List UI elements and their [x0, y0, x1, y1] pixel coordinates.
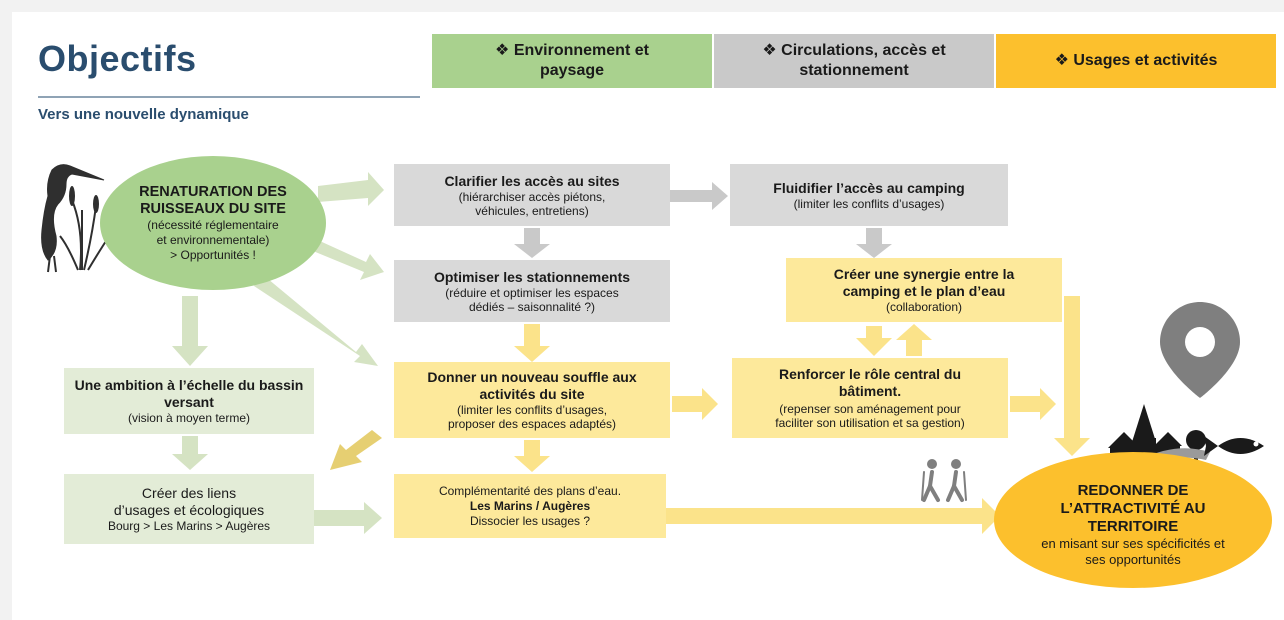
- arrow-souffle-to-renforcer: [672, 388, 718, 420]
- node-renforcer-line: faciliter son utilisation et sa gestion): [775, 416, 965, 430]
- node-synergie: Créer une synergie entre la camping et l…: [786, 258, 1062, 322]
- arrow-synergie-to-renforcer: [856, 326, 892, 356]
- node-complementarite-line1: Complémentarité des plans d’eau.: [438, 483, 622, 498]
- node-renforcer: Renforcer le rôle central du bâtiment. (…: [732, 358, 1008, 438]
- arrow-ambition-to-liens: [172, 436, 208, 470]
- node-clarifier-line: (hiérarchiser accès piétons,: [458, 189, 606, 204]
- node-liens: Créer des liens d’usages et écologiques …: [64, 474, 314, 544]
- arrow-comp-to-target: [664, 498, 1000, 534]
- arrow-optimiser-to-souffle: [514, 324, 550, 362]
- node-renaturation-line: (nécessité réglementaire: [147, 217, 279, 232]
- node-souffle-title: Donner un nouveau souffle aux activités …: [427, 369, 637, 402]
- category-header-label: ❖ Environnement et paysage: [495, 42, 649, 79]
- node-renaturation: RENATURATION DES RUISSEAUX DU SITE (néce…: [100, 156, 326, 290]
- node-clarifier-line: véhicules, entretiens): [475, 203, 589, 218]
- title-divider: [38, 96, 420, 98]
- node-renaturation-line: > Opportunités !: [170, 247, 256, 262]
- node-ambition-title: Une ambition à l’échelle du bassin versa…: [74, 377, 304, 410]
- page-subtitle: Vers une nouvelle dynamique: [38, 106, 249, 123]
- arrow-renforcer-to-synergie: [896, 324, 932, 356]
- node-renforcer-title: Renforcer le rôle central du bâtiment.: [778, 366, 962, 399]
- node-souffle: Donner un nouveau souffle aux activités …: [394, 362, 670, 438]
- node-fluidifier-line: (limiter les conflits d’usages): [793, 196, 945, 211]
- node-souffle-line: proposer des espaces adaptés): [447, 417, 617, 431]
- node-optimiser-line: dédiés – saisonnalité ?): [468, 299, 596, 314]
- node-ambition: Une ambition à l’échelle du bassin versa…: [64, 368, 314, 434]
- node-complementarite: Complémentarité des plans d’eau. Les Mar…: [394, 474, 666, 538]
- node-renaturation-title: RENATURATION DES RUISSEAUX DU SITE: [139, 183, 287, 217]
- node-optimiser-title: Optimiser les stationnements: [433, 268, 631, 285]
- category-header-environnement: ❖ Environnement et paysage: [432, 34, 712, 88]
- node-optimiser: Optimiser les stationnements (réduire et…: [394, 260, 670, 322]
- node-synergie-line: (collaboration): [885, 300, 963, 314]
- page-title: Objectifs: [38, 38, 197, 79]
- arrow-liens-to-comp: [314, 502, 382, 534]
- category-header-label: ❖ Usages et activités: [1054, 52, 1218, 69]
- arrow-renat-to-ambition: [172, 296, 208, 366]
- node-liens-line3: Bourg > Les Marins > Augères: [107, 518, 271, 533]
- node-fluidifier: Fluidifier l’accès au camping (limiter l…: [730, 164, 1008, 226]
- arrow-renat-to-clarifier: [318, 172, 384, 206]
- node-clarifier: Clarifier les accès au sites (hiérarchis…: [394, 164, 670, 226]
- node-liens-line2: d’usages et écologiques: [113, 501, 265, 518]
- node-fluidifier-title: Fluidifier l’accès au camping: [773, 179, 965, 196]
- arrow-souffle-to-liens: [330, 430, 382, 470]
- node-attractivite: REDONNER DE L’ATTRACTIVITÉ AU TERRITOIRE…: [994, 452, 1272, 588]
- node-attractivite-line: ses opportunités: [1085, 552, 1181, 567]
- arrow-renat-to-souffle: [254, 274, 378, 366]
- arrow-clarifier-to-fluidifier: [668, 182, 728, 210]
- node-clarifier-title: Clarifier les accès au sites: [444, 172, 620, 189]
- node-complementarite-line3: Dissocier les usages ?: [469, 513, 591, 528]
- category-header-label: ❖ Circulations, accès et stationnement: [762, 42, 946, 79]
- node-renaturation-line: et environnementale): [156, 232, 270, 247]
- category-header-circulations: ❖ Circulations, accès et stationnement: [714, 34, 994, 88]
- node-ambition-line: (vision à moyen terme): [127, 411, 251, 425]
- arrow-fluidifier-to-synergie: [856, 228, 892, 258]
- node-attractivite-line: en misant sur ses spécificités et: [1041, 536, 1225, 551]
- arrow-synergie-to-target: [1054, 296, 1090, 456]
- node-liens-line1: Créer des liens: [141, 484, 237, 501]
- node-synergie-title: Créer une synergie entre la camping et l…: [833, 266, 1015, 299]
- node-complementarite-line2: Les Marins / Augères: [469, 498, 591, 513]
- node-optimiser-line: (réduire et optimiser les espaces: [445, 285, 619, 300]
- arrow-souffle-to-comp: [514, 440, 550, 472]
- category-header-usages: ❖ Usages et activités: [996, 34, 1276, 88]
- node-renforcer-line: (repenser son aménagement pour: [779, 402, 961, 416]
- node-attractivite-title: REDONNER DE L’ATTRACTIVITÉ AU TERRITOIRE: [1060, 482, 1206, 535]
- node-souffle-line: (limiter les conflits d’usages,: [456, 403, 608, 417]
- arrow-clarifier-to-optimiser: [514, 228, 550, 258]
- arrow-renforcer-to-target: [1010, 388, 1056, 420]
